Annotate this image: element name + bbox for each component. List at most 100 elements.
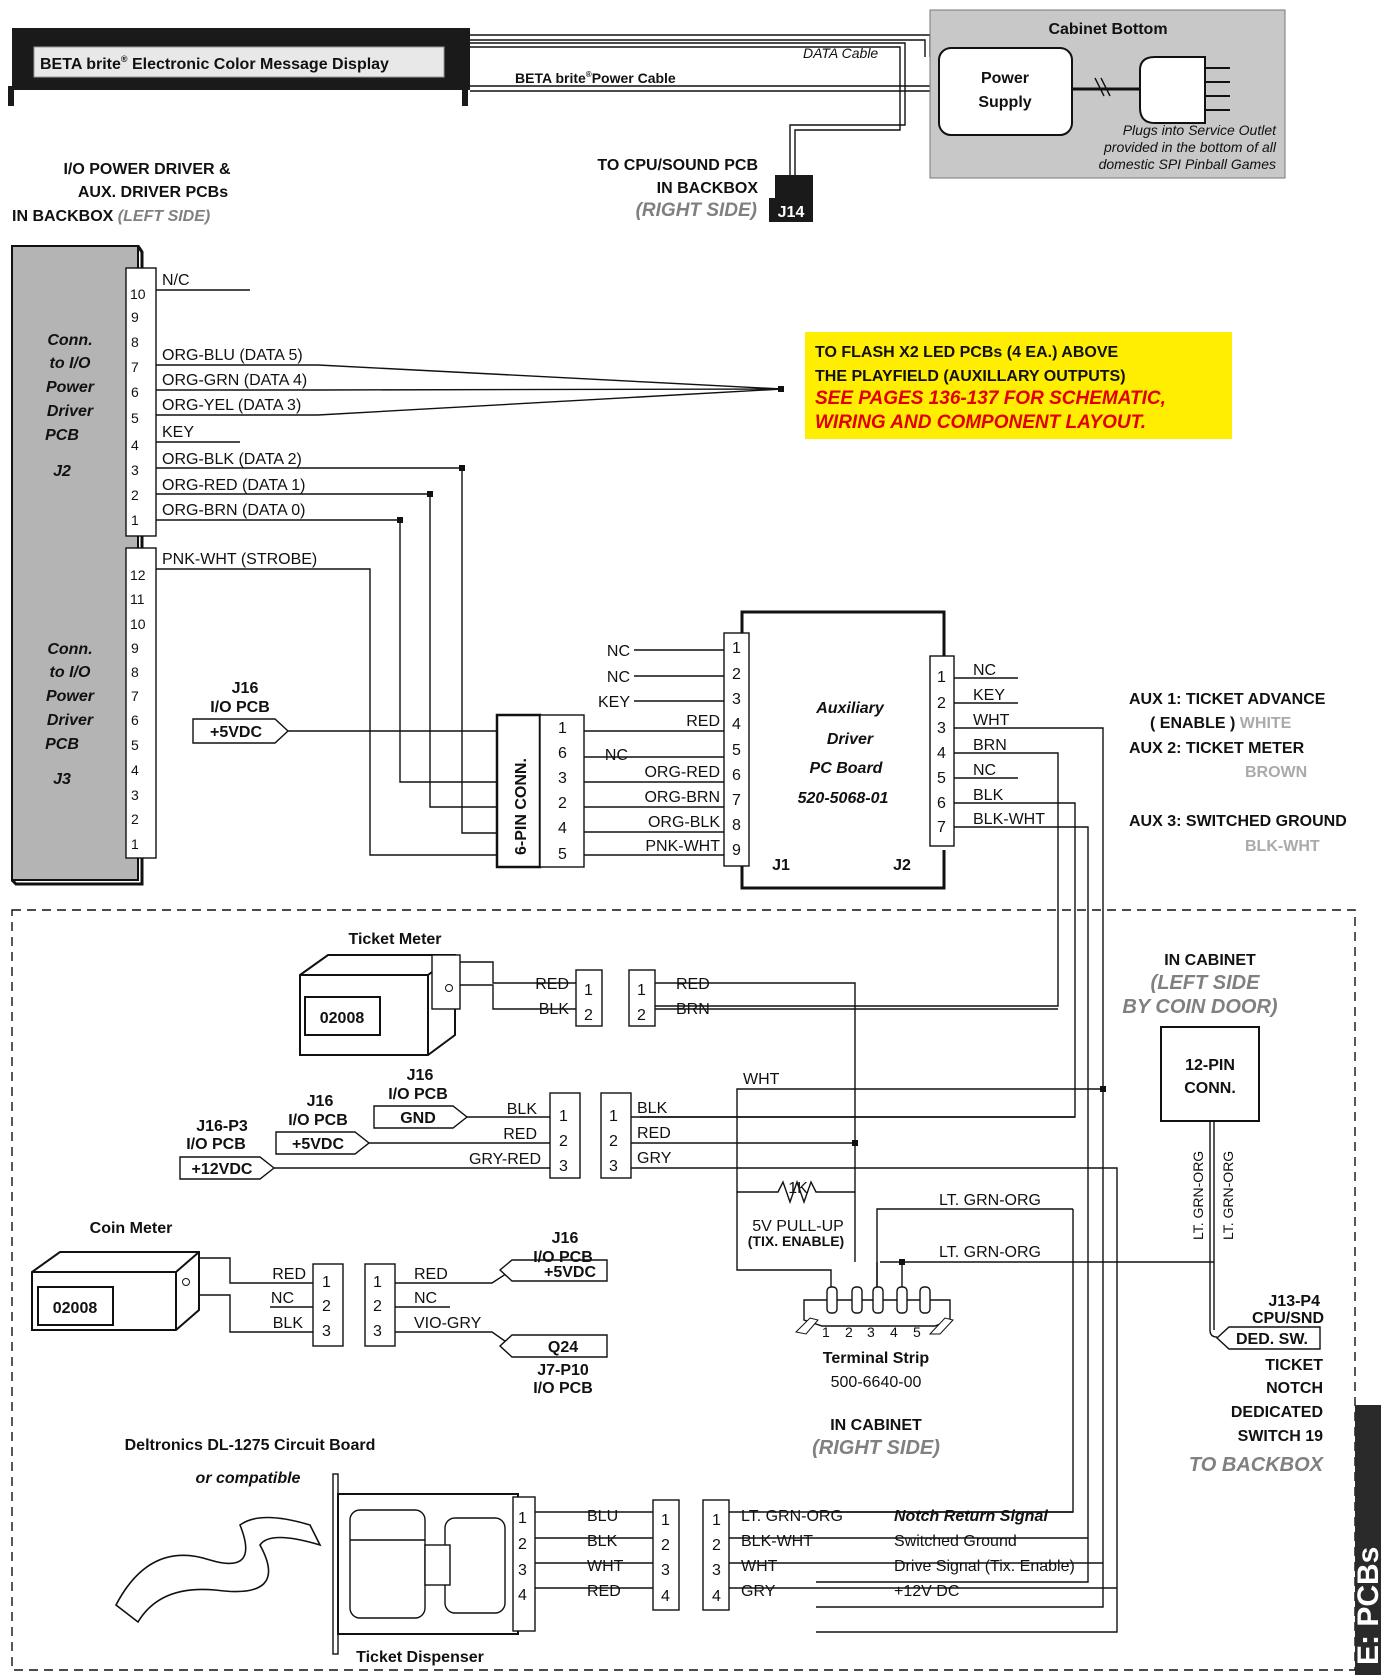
svg-text:4: 4 [732,716,741,733]
svg-text:NC: NC [414,1290,437,1307]
svg-text:ORG-YEL (DATA 3): ORG-YEL (DATA 3) [162,397,301,414]
svg-text:Ticket Dispenser: Ticket Dispenser [356,1649,484,1666]
svg-text:GRY: GRY [741,1583,776,1600]
flash-note: TO FLASH X2 LED PCBs (4 EA.) ABOVE THE P… [805,332,1232,439]
svg-text:KEY: KEY [598,694,630,711]
svg-text:BLK: BLK [273,1315,304,1332]
svg-text:IN CABINET: IN CABINET [1164,952,1256,969]
in-cabinet-region [11,909,1356,1671]
svg-text:3: 3 [558,770,567,787]
svg-text:GRY-RED: GRY-RED [469,1151,541,1168]
svg-text:2: 2 [584,1007,593,1024]
service-note-2: provided in the bottom of all [1103,139,1277,155]
j2-header [125,267,157,537]
svg-text:Power: Power [46,379,95,396]
svg-text:1: 1 [732,640,741,657]
svg-text:02008: 02008 [320,1010,365,1027]
svg-text:BLU: BLU [587,1508,618,1525]
svg-text:J16: J16 [552,1230,579,1247]
svg-text:WHT: WHT [973,712,1010,729]
power-supply-box [938,47,1073,136]
svg-text:SWITCH 19: SWITCH 19 [1238,1428,1323,1445]
svg-text:Switched Ground: Switched Ground [894,1533,1017,1550]
svg-text:J7-P10: J7-P10 [537,1362,589,1379]
svg-text:6: 6 [732,767,741,784]
svg-text:AUX 1: TICKET ADVANCE: AUX 1: TICKET ADVANCE [1129,691,1326,708]
svg-text:5: 5 [732,742,741,759]
ticket-dispenser: Deltronics DL-1275 Circuit Board or comp… [114,1437,1117,1666]
power-three-pin: J16 I/O PCB GND J16 I/O PCB +5VDC J16-P3… [179,1067,1118,1633]
svg-text:5: 5 [131,410,139,426]
svg-text:4: 4 [131,437,139,453]
svg-text:CONN.: CONN. [1184,1080,1236,1097]
svg-text:1: 1 [518,1510,527,1527]
display-cables: DATA Cable BETA brite®Power Cable [470,34,941,175]
svg-text:1: 1 [712,1512,721,1529]
svg-text:AUX. DRIVER PCBs: AUX. DRIVER PCBs [78,184,228,201]
svg-text:BLK: BLK [539,1001,570,1018]
svg-text:to I/O: to I/O [50,664,91,681]
svg-text:2: 2 [712,1537,721,1554]
svg-text:I/O PCB: I/O PCB [533,1380,593,1397]
svg-text:GND: GND [400,1110,436,1127]
coin-meter: Coin Meter 02008 +5VDC Q24 J16 I/O PCB J… [31,1220,608,1397]
svg-text:WHT: WHT [743,1071,780,1088]
svg-text:3: 3 [322,1323,331,1340]
svg-text:I/O PCB: I/O PCB [533,1249,593,1266]
svg-text:THE PLAYFIELD (AUXILLARY OUTPU: THE PLAYFIELD (AUXILLARY OUTPUTS) [815,368,1126,385]
svg-text:BLK: BLK [507,1101,538,1118]
aux-j2-header [929,655,955,847]
svg-text:to I/O: to I/O [50,355,91,372]
svg-text:12-PIN: 12-PIN [1185,1057,1235,1074]
svg-text:2: 2 [937,695,946,712]
svg-text:BROWN: BROWN [1245,764,1307,781]
svg-text:J2: J2 [893,857,911,874]
svg-text:1K: 1K [788,1180,808,1197]
svg-text:I/O PCB: I/O PCB [210,699,270,716]
svg-text:3: 3 [732,691,741,708]
svg-text:6: 6 [937,795,946,812]
section-tab: E: PCBs [1352,1405,1381,1675]
svg-text:8: 8 [131,664,139,680]
ticket-meter: Ticket Meter 02008 RED BLK 1 2 1 2 RED B… [299,931,1058,1262]
svg-text:Drive Signal (Tix. Enable): Drive Signal (Tix. Enable) [894,1558,1075,1575]
svg-text:5: 5 [131,737,139,753]
svg-text:DED. SW.: DED. SW. [1236,1331,1308,1348]
svg-text:9: 9 [732,842,741,859]
svg-text:CPU/SND: CPU/SND [1252,1310,1324,1327]
svg-text:RED: RED [503,1126,537,1143]
svg-text:500-6640-00: 500-6640-00 [831,1374,922,1391]
svg-text:RED: RED [272,1266,306,1283]
svg-text:Terminal Strip: Terminal Strip [823,1350,930,1367]
svg-text:2: 2 [131,811,139,827]
svg-text:Driver: Driver [827,731,874,748]
svg-text:1: 1 [131,512,139,528]
svg-text:11: 11 [130,591,145,607]
svg-text:3: 3 [609,1158,618,1175]
svg-text:10: 10 [130,286,146,302]
svg-text:WHT: WHT [741,1558,778,1575]
svg-text:IN CABINET: IN CABINET [830,1417,922,1434]
svg-text:BLK-WHT: BLK-WHT [973,811,1045,828]
svg-text:J16: J16 [232,680,259,697]
svg-text:BLK-WHT: BLK-WHT [1245,838,1320,855]
svg-text:AUX 2: TICKET METER: AUX 2: TICKET METER [1129,740,1305,757]
terminal-strip: 1 2 3 4 5 Terminal Strip 500-6640-00 IN … [794,1286,954,1459]
io-power-label: I/O POWER DRIVER & AUX. DRIVER PCBs IN B… [12,161,231,225]
svg-text:J16-P3: J16-P3 [196,1118,248,1135]
svg-text:BY COIN DOOR): BY COIN DOOR) [1122,996,1278,1018]
aux-j2-wires: NC KEY WHT BRN NC BLK BLK-WHT [640,662,1104,1608]
svg-text:4: 4 [131,762,139,778]
svg-text:3: 3 [937,720,946,737]
svg-text:7: 7 [937,819,946,836]
svg-text:2: 2 [518,1536,527,1553]
svg-text:PNK-WHT: PNK-WHT [645,838,720,855]
svg-text:ORG-BLK: ORG-BLK [648,814,720,831]
svg-text:(TIX. ENABLE): (TIX. ENABLE) [748,1233,844,1249]
svg-text:RED: RED [676,976,710,993]
svg-text:2: 2 [322,1298,331,1315]
svg-text:NC: NC [973,762,996,779]
svg-text:BRN: BRN [973,737,1007,754]
svg-text:3: 3 [712,1562,721,1579]
svg-text:ORG-BRN (DATA 0): ORG-BRN (DATA 0) [162,502,305,519]
